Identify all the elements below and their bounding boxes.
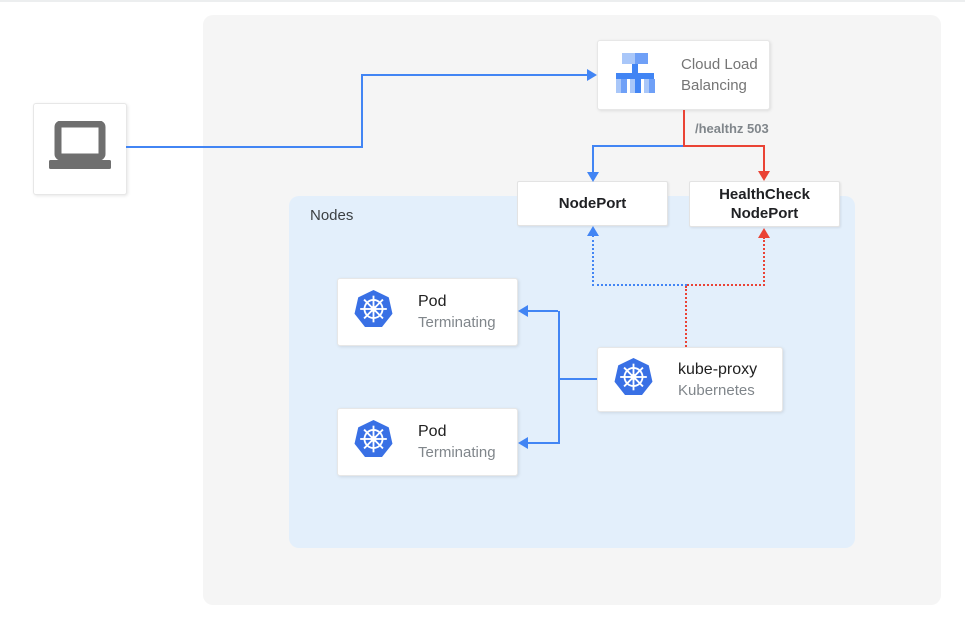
arrowhead-into-load-balancer: [587, 69, 597, 81]
line-segment: [558, 311, 560, 444]
pod-title: Pod: [418, 293, 447, 310]
nodes-group-label: Nodes: [310, 207, 354, 224]
arrowhead-into-healthcheck-bottom: [758, 228, 770, 238]
healthcheck-nodeport-label: HealthCheck NodePort: [719, 186, 810, 222]
cloud-load-balancing-label: Cloud Load Balancing: [681, 56, 758, 94]
nodeport-label: NodePort: [558, 195, 627, 212]
pod-status: Terminating: [418, 314, 496, 331]
kube-proxy-title: kube-proxy: [678, 360, 758, 378]
arrowhead-into-nodeport: [587, 172, 599, 182]
line-segment: [361, 75, 363, 148]
line-segment: [126, 146, 363, 148]
dotted-line-segment: [592, 284, 687, 286]
pod-title: Pod: [418, 423, 447, 440]
line-segment: [527, 442, 558, 444]
pod-node-2: Pod Terminating: [337, 408, 518, 476]
line-segment: [683, 110, 685, 147]
healthz-status-label: /healthz 503: [695, 121, 769, 136]
line-segment: [592, 145, 594, 173]
line-segment: [683, 145, 765, 147]
arrowhead-into-pod-2: [518, 437, 528, 449]
line-segment: [763, 145, 765, 171]
healthcheck-nodeport-node: HealthCheck NodePort: [689, 181, 840, 227]
top-divider: [0, 0, 965, 2]
client-node: [33, 103, 127, 195]
cloud-load-balancing-node: Cloud Load Balancing: [597, 40, 770, 110]
arrowhead-into-nodeport-bottom: [587, 226, 599, 236]
arrowhead-into-healthcheck-nodeport: [758, 171, 770, 181]
kube-proxy-node: kube-proxy Kubernetes: [597, 347, 783, 412]
kube-proxy-subtitle: Kubernetes: [678, 381, 755, 399]
nodeport-node: NodePort: [517, 181, 668, 226]
dotted-line-segment: [687, 284, 765, 286]
kubernetes-icon: [613, 357, 654, 403]
dotted-line-segment: [763, 237, 765, 286]
kubernetes-icon: [353, 289, 394, 335]
laptop-icon: [47, 120, 113, 178]
line-segment: [592, 145, 684, 147]
line-segment: [361, 74, 588, 76]
load-balancer-icon: [611, 51, 659, 100]
line-segment: [558, 378, 597, 380]
pod-status: Terminating: [418, 444, 496, 461]
pod-node-1: Pod Terminating: [337, 278, 518, 346]
dotted-line-segment: [592, 235, 594, 286]
dotted-line-segment: [685, 286, 687, 347]
line-segment: [527, 310, 558, 312]
kubernetes-icon: [353, 419, 394, 465]
arrowhead-into-pod-1: [518, 305, 528, 317]
